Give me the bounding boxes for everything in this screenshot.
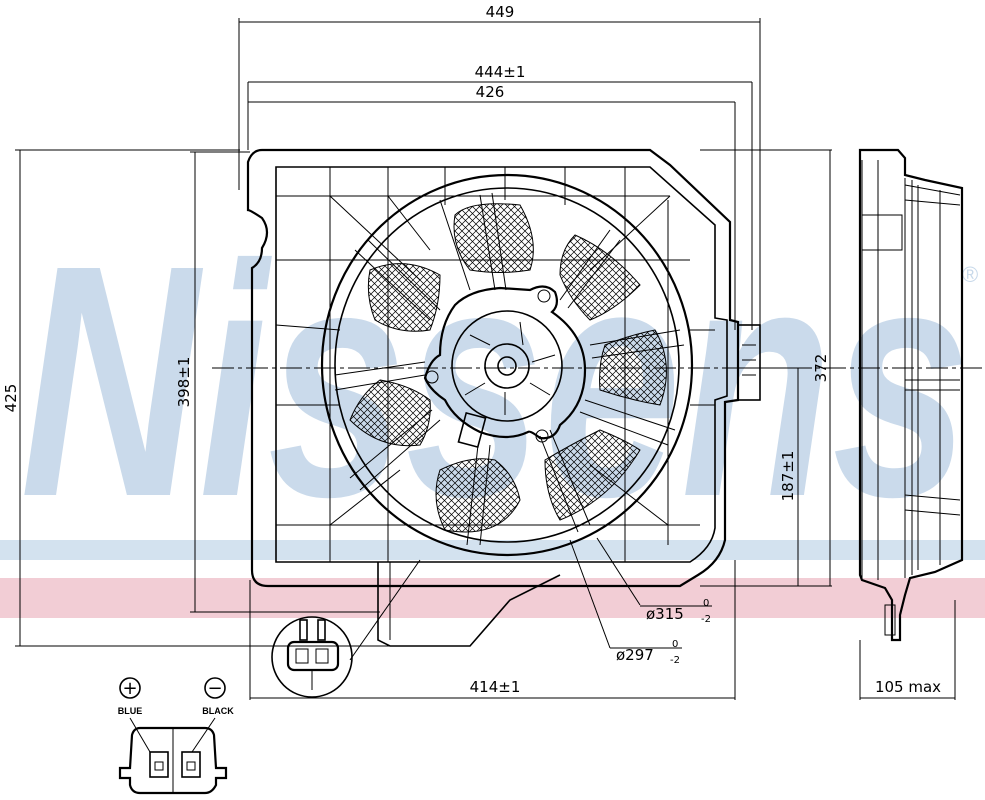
svg-text:ø297: ø297 xyxy=(616,646,654,664)
svg-text:ø315: ø315 xyxy=(646,605,684,623)
wire-label-black: BLACK xyxy=(202,706,234,716)
fan-assembly xyxy=(320,173,694,557)
connector-body xyxy=(118,726,228,795)
fan-spokes xyxy=(334,192,685,546)
watermark-band-pink xyxy=(0,578,985,618)
svg-text:0: 0 xyxy=(672,639,678,650)
dim-overall-width: 449 xyxy=(486,3,515,21)
watermark-band-blue xyxy=(0,540,985,560)
connector-pin-left xyxy=(149,751,169,778)
fan-motor-hub xyxy=(423,285,587,449)
dim-bottom-width: 414±1 xyxy=(470,678,521,696)
svg-text:-2: -2 xyxy=(670,655,680,666)
plus-symbol: + xyxy=(122,678,137,699)
dim-frame-width: 444±1 xyxy=(475,63,526,81)
side-view xyxy=(858,148,964,642)
svg-text:0: 0 xyxy=(703,598,709,609)
dim-inner-width: 426 xyxy=(476,83,505,101)
dim-frame-height: 398±1 xyxy=(175,357,193,408)
minus-terminal-icon xyxy=(204,677,226,699)
leader-dia-inner xyxy=(569,539,611,649)
dim-right-height: 372 xyxy=(812,354,830,383)
dim-depth: 105 max xyxy=(875,678,941,696)
svg-text:-2: -2 xyxy=(701,614,711,625)
minus-symbol: − xyxy=(207,678,222,699)
fan-blades xyxy=(349,203,667,533)
leader-dia-outer xyxy=(596,537,641,606)
dim-center-height: 187±1 xyxy=(779,451,797,502)
connector-pin-right xyxy=(181,751,201,778)
extension-lines xyxy=(15,18,985,700)
wiring-diagram: + − BLUE BLACK xyxy=(118,677,234,795)
dim-overall-height: 425 xyxy=(2,384,20,413)
plus-terminal-icon xyxy=(119,677,141,699)
dimension-lines xyxy=(19,21,955,699)
connector-plug-front xyxy=(271,559,421,698)
watermark-registered-mark: ® xyxy=(962,262,978,287)
dim-fan-dia-outer: ø315 0 -2 xyxy=(646,598,711,625)
wire-label-blue: BLUE xyxy=(118,706,143,716)
dim-fan-dia-inner: ø297 0 -2 xyxy=(616,639,680,666)
